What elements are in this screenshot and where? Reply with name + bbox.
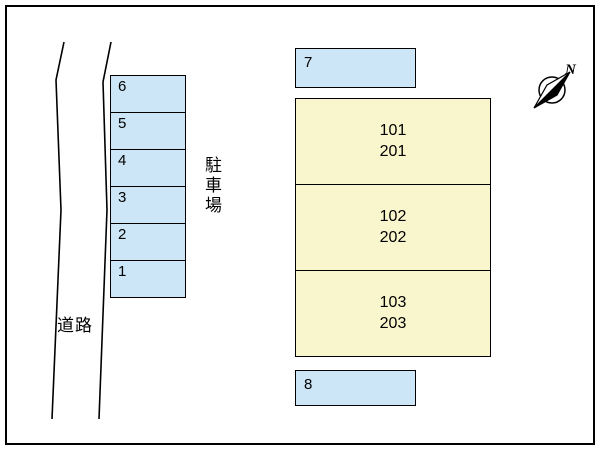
parking-space-5: 5 — [110, 112, 186, 150]
unit-102-202: 102 202 — [295, 184, 491, 271]
space-7-box: 7 — [295, 48, 416, 88]
parking-space-1: 1 — [110, 260, 186, 298]
parking-lot-label: 駐車場 — [202, 156, 221, 216]
parking-space-number: 6 — [118, 78, 127, 95]
unit-number: 201 — [379, 142, 407, 160]
road-line-right — [98, 41, 112, 420]
parking-space-number: 3 — [118, 189, 127, 206]
space-8-number: 8 — [304, 376, 313, 393]
unit-103-203: 103 203 — [295, 270, 491, 357]
parking-space-2: 2 — [110, 223, 186, 261]
parking-space-number: 1 — [118, 263, 127, 280]
parking-space-3: 3 — [110, 186, 186, 224]
parking-space-number: 2 — [118, 226, 127, 243]
unit-101-201: 101 201 — [295, 98, 491, 185]
unit-number: 103 — [379, 293, 407, 311]
road-line-left — [51, 41, 65, 420]
space-8-box: 8 — [295, 370, 416, 406]
building-block: 101 201 102 202 103 203 — [295, 98, 491, 357]
parking-space-4: 4 — [110, 149, 186, 187]
compass-north-label: N — [564, 62, 577, 78]
road-label: 道路 — [57, 316, 93, 335]
unit-number: 102 — [379, 207, 407, 225]
unit-number: 202 — [379, 228, 407, 246]
parking-space-number: 5 — [118, 115, 127, 132]
unit-number: 101 — [379, 121, 407, 139]
unit-number: 203 — [379, 314, 407, 332]
space-7-number: 7 — [304, 54, 313, 71]
parking-space-number: 4 — [118, 152, 127, 169]
parking-space-6: 6 — [110, 75, 186, 113]
compass-needle-dark — [533, 71, 571, 109]
parking-column: 6 5 4 3 2 1 — [110, 75, 186, 298]
compass-circle — [538, 76, 566, 104]
compass-icon: N — [533, 62, 577, 109]
